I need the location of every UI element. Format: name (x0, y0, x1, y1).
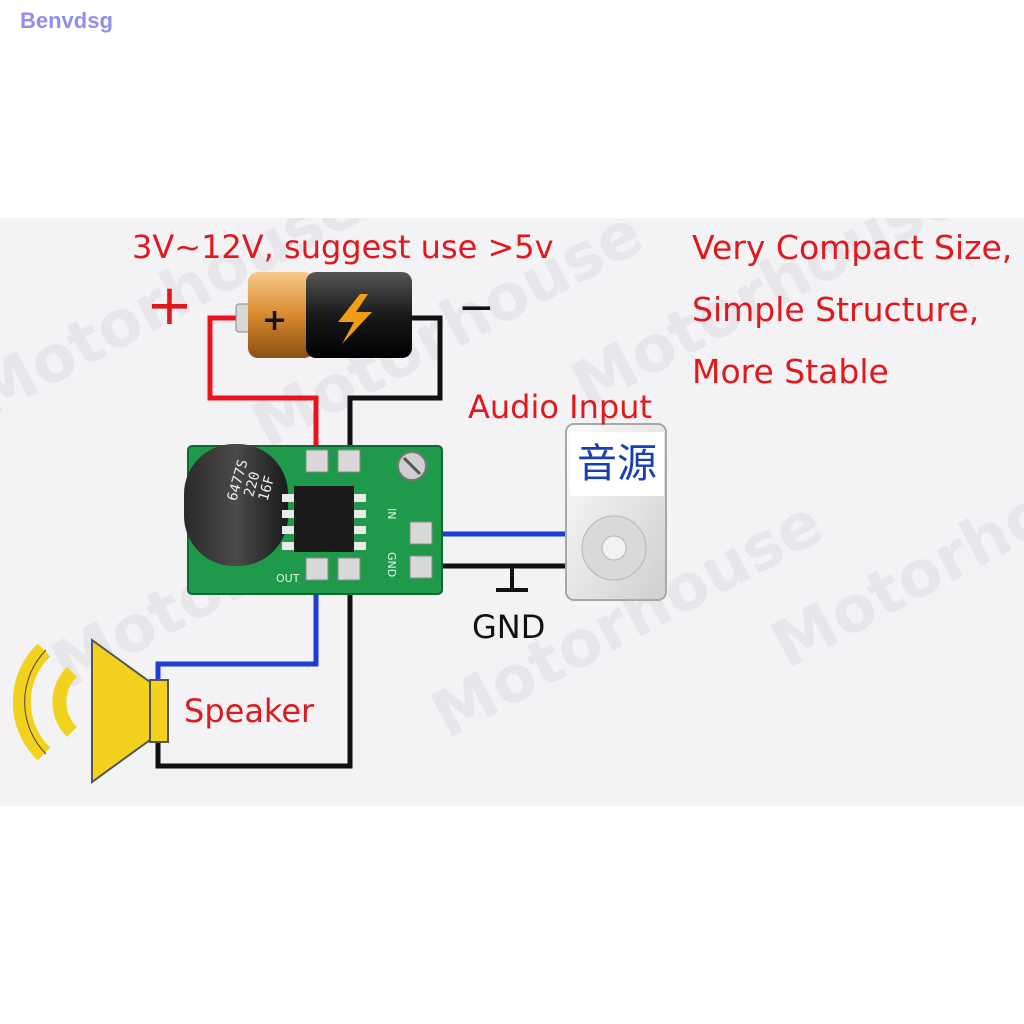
lightning-icon (338, 294, 372, 344)
minus-sign: − (458, 282, 495, 333)
wire-blue-speaker (155, 590, 319, 682)
pad-positive (305, 449, 329, 473)
speaker-icon (12, 638, 169, 784)
pad-audio-in (409, 521, 433, 545)
wire-black-ground (426, 563, 570, 592)
plus-sign: + (146, 273, 193, 338)
pad-negative (337, 449, 361, 473)
diagram-panel: Motorhouse Motorhouse Motorhouse Motorho… (0, 218, 1024, 806)
wire-black-negative (347, 315, 443, 452)
feature-line: Very Compact Size, (692, 228, 1013, 267)
source-device-label: 音源 (570, 432, 664, 496)
battery: + (235, 272, 412, 358)
feature-line: More Stable (692, 352, 889, 391)
pin-label-out: OUT (276, 572, 300, 585)
audio-input-label: Audio Input (468, 388, 652, 426)
gnd-label: GND (472, 608, 546, 646)
wire-red-positive (207, 315, 319, 452)
pad-gnd (409, 555, 433, 579)
wire-black-speaker (155, 590, 353, 769)
pin-label-in: IN (385, 508, 398, 520)
pin-label-gnd: GND (385, 552, 398, 578)
capacitor (184, 444, 288, 566)
feature-line: Simple Structure, (692, 290, 980, 329)
amplifier-board (184, 444, 443, 595)
battery-plus-icon: + (262, 303, 287, 338)
speaker-label: Speaker (184, 692, 315, 730)
brand-watermark: Benvdsg (20, 8, 113, 33)
pad-out-1 (305, 557, 329, 581)
amplifier-chip (282, 486, 366, 552)
pad-out-2 (337, 557, 361, 581)
voltage-label: 3V~12V, suggest use >5v (132, 228, 554, 266)
